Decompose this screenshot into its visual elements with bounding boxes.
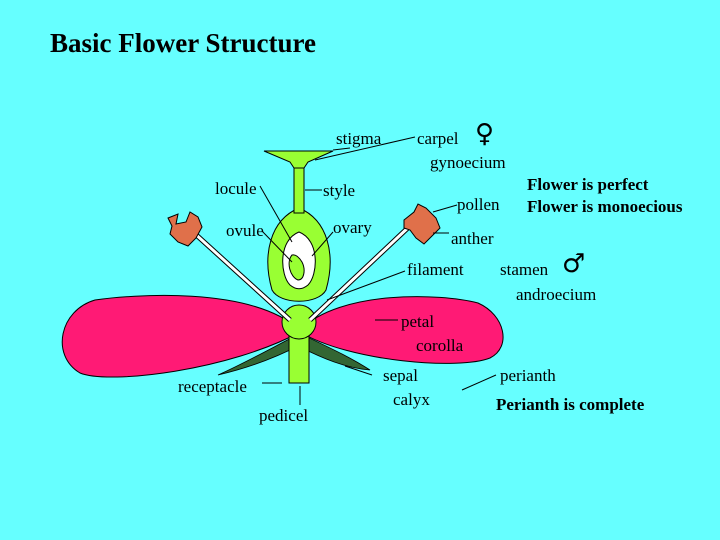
- leader-ovule: [261, 230, 293, 263]
- sepal-right: [299, 334, 371, 371]
- ovule: [288, 254, 305, 281]
- label-sepal: sepal: [383, 366, 418, 385]
- stigma: [263, 150, 334, 169]
- leader-filament: [326, 270, 406, 301]
- leader-ovary: [311, 231, 334, 257]
- note-perianth-complete: Perianth is complete: [496, 395, 645, 414]
- leader-lines: [259, 136, 497, 405]
- note-perfect: Flower is perfect: [527, 175, 649, 194]
- petal-left: [61, 294, 301, 378]
- label-calyx: calyx: [393, 390, 430, 409]
- anther-left: [167, 211, 203, 247]
- leader-carpel: [314, 136, 416, 161]
- receptacle: [281, 304, 317, 340]
- anther-right: [403, 203, 441, 245]
- leader-perianth: [461, 374, 497, 391]
- leader-stigma: [332, 147, 351, 151]
- label-androecium: androecium: [516, 285, 597, 304]
- petal-right: [299, 296, 504, 364]
- label-anther: anther: [451, 229, 494, 248]
- label-carpel: carpel: [417, 129, 459, 148]
- label-perianth: perianth: [500, 366, 556, 385]
- label-pedicel: pedicel: [259, 406, 309, 425]
- leader-sepal: [344, 365, 373, 376]
- label-ovule: ovule: [226, 221, 264, 240]
- label-filament: filament: [407, 260, 464, 279]
- style: [293, 162, 305, 214]
- filament-left-inner: [191, 230, 292, 322]
- label-receptacle: receptacle: [178, 377, 247, 396]
- filament-right-inner: [308, 222, 414, 322]
- male-symbol-icon: ♂: [562, 249, 586, 279]
- label-locule: locule: [215, 179, 257, 198]
- label-pollen: pollen: [457, 195, 500, 214]
- note-monoecious: Flower is monoecious: [527, 197, 683, 216]
- label-corolla: corolla: [416, 336, 464, 355]
- sepal-left: [217, 334, 301, 376]
- page-title: Basic Flower Structure: [50, 28, 316, 58]
- leader-pollen: [432, 204, 458, 213]
- label-petal: petal: [401, 312, 435, 331]
- label-stigma: stigma: [336, 129, 382, 148]
- label-style: style: [323, 181, 356, 200]
- label-gynoecium: gynoecium: [430, 153, 506, 172]
- label-stamen: stamen: [500, 260, 549, 279]
- label-ovary: ovary: [333, 218, 372, 237]
- female-symbol-icon: ♀: [475, 119, 495, 149]
- leader-locule: [259, 185, 293, 243]
